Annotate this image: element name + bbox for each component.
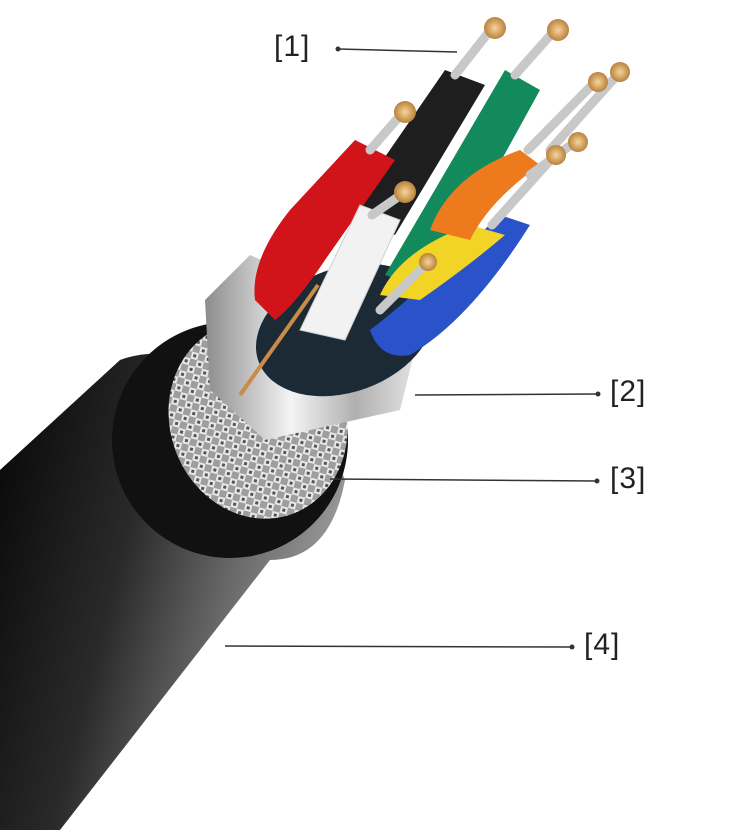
wire-black: [345, 70, 485, 235]
leader-dots: [335, 46, 601, 650]
wire-red: [254, 140, 395, 320]
wire-orange: [430, 150, 540, 240]
callout-1-label: [1]: [274, 30, 311, 63]
stranded-conductors: [365, 23, 625, 315]
drain-wire: [238, 283, 320, 397]
leader-line-1: [337, 48, 458, 53]
leader-lines: [224, 48, 599, 648]
callout-4-label: [4]: [584, 628, 621, 661]
wire-green: [385, 70, 540, 290]
leader-line-4: [224, 645, 573, 648]
leader-line-3: [329, 478, 598, 482]
leader-line-2: [414, 393, 599, 396]
wire-white: [299, 204, 401, 341]
callout-2-label: [2]: [610, 375, 647, 408]
wire-blue: [370, 215, 530, 356]
callout-3-label: [3]: [610, 462, 647, 495]
copper-tips: [394, 17, 630, 271]
